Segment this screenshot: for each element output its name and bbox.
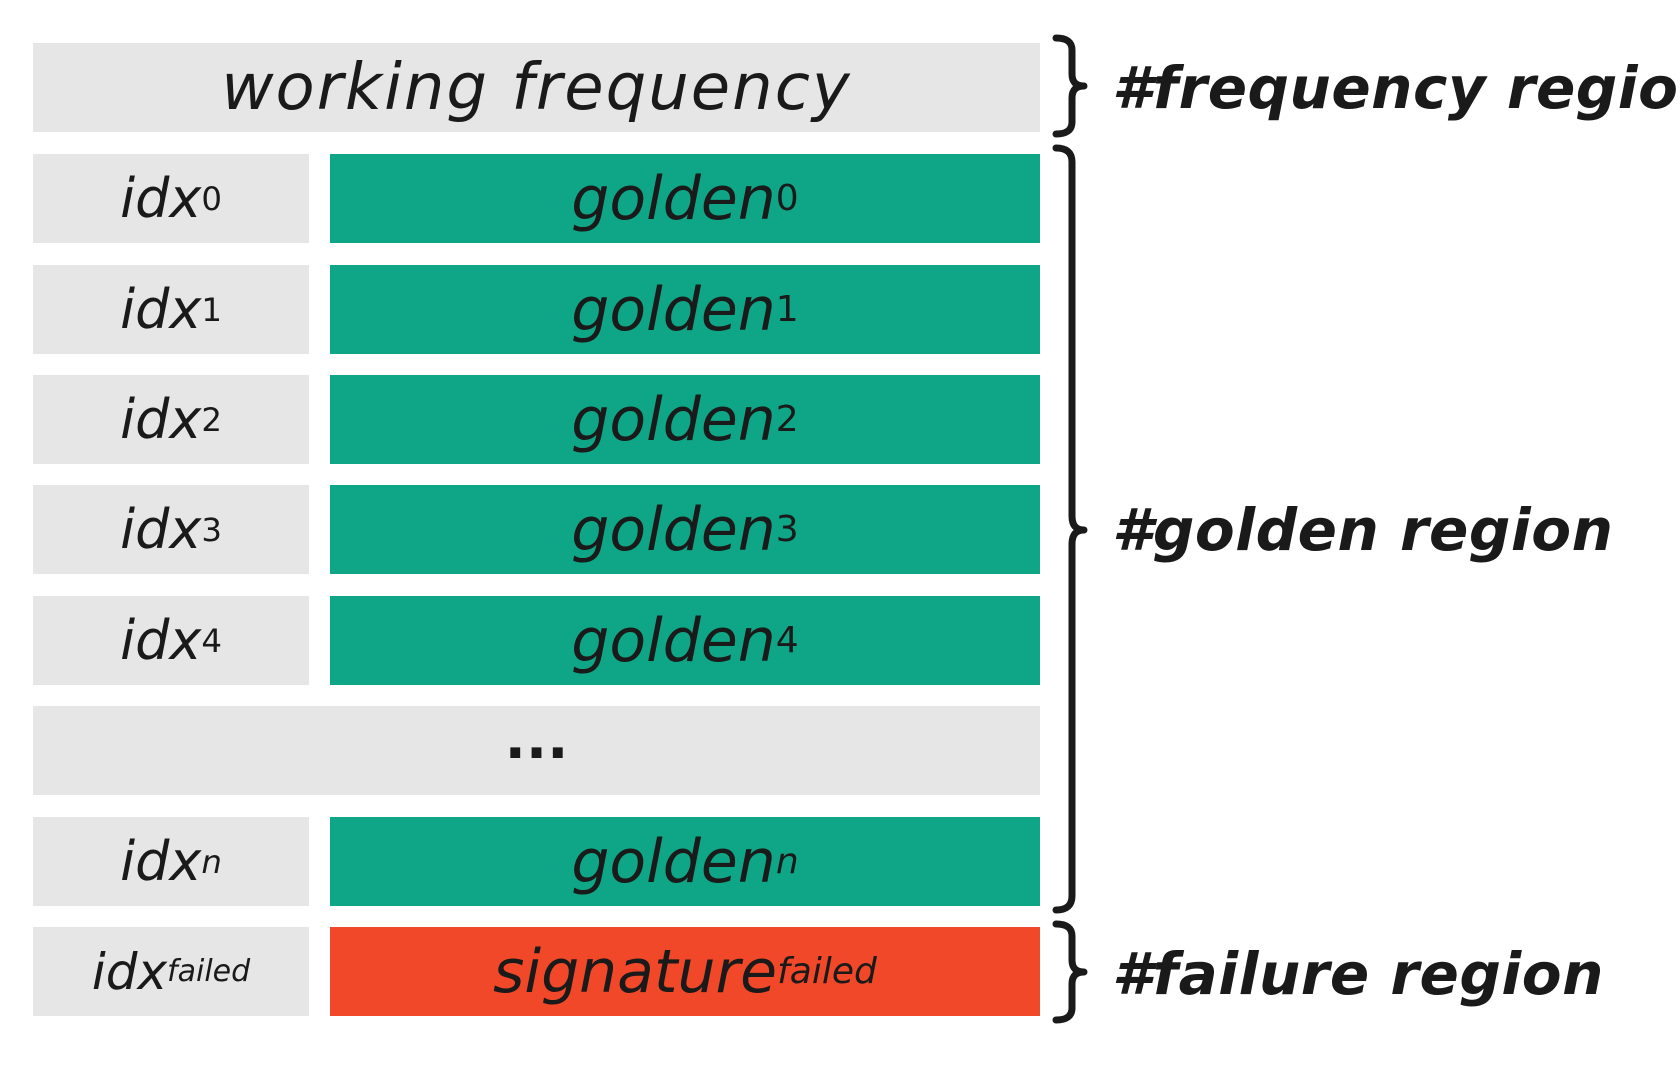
failure-brace [1052, 920, 1088, 1024]
golden-region-label: #golden region [1112, 496, 1614, 564]
failure-region-label: #failure region [1112, 940, 1604, 1008]
working-frequency-cell: working frequency [33, 43, 1040, 132]
ellipsis-text: ... [504, 707, 569, 772]
idx-label: idx [120, 830, 202, 893]
working-frequency-label: working frequency [221, 50, 852, 125]
golden-brace [1052, 144, 1088, 914]
idx-label: idx [91, 942, 168, 1001]
golden-label: golden [571, 274, 776, 345]
golden-label: golden [571, 494, 776, 565]
signature-label: signature [493, 936, 778, 1007]
region-braces [1052, 34, 1088, 1024]
idx-label: idx [120, 609, 202, 672]
frequency-region-label: #frequency region [1112, 54, 1680, 122]
idx-label: idx [120, 498, 202, 561]
ellipsis-row: ... [33, 706, 1040, 795]
idx-label: idx [120, 388, 202, 451]
golden-label: golden [571, 605, 776, 676]
golden-label: golden [571, 163, 776, 234]
frequency-brace [1052, 34, 1088, 138]
golden-label: golden [571, 826, 776, 897]
idx-label: idx [120, 278, 202, 341]
golden-label: golden [571, 384, 776, 455]
idx-label: idx [120, 167, 202, 230]
